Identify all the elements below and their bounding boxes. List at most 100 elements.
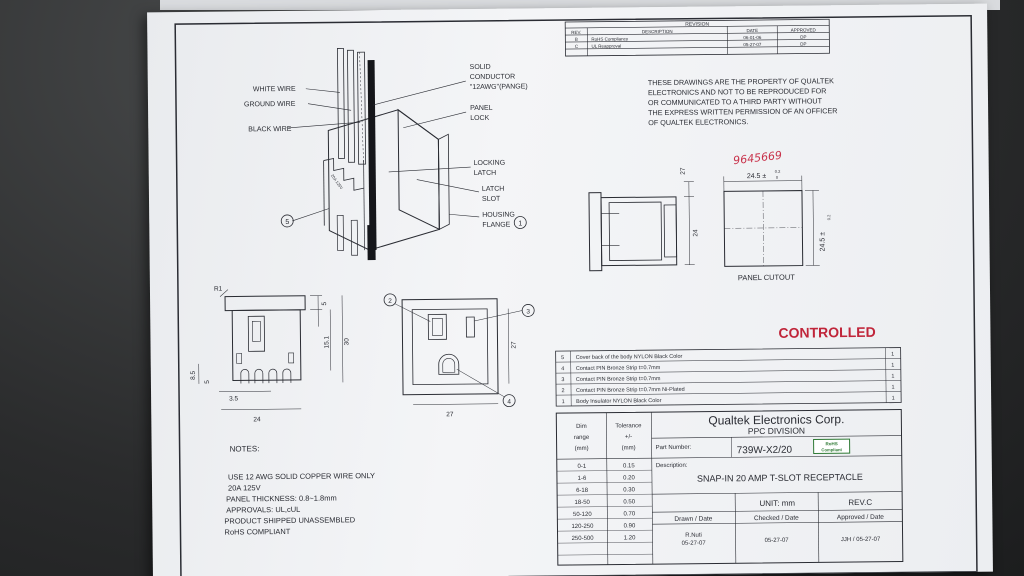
bom-item: 4 [561,366,564,372]
part-description: SNAP-IN 20 AMP T-SLOT RECEPTACLE [697,472,863,484]
rev-c-date: 05-27-07 [743,42,762,47]
dim-24-side: 24 [692,229,699,237]
panel-lock-label: LOCK [470,115,489,122]
revision-block: REVISION REV. DESCRIPTION DATE APPROVED … [564,18,830,57]
rohs-badge-text: Compliant [821,447,842,452]
note-line: PRODUCT SHIPPED UNASSEMBLED [224,515,355,525]
rev-b-date: 06-01-06 [743,35,762,40]
latch-slot-label: LATCH [482,186,505,193]
rev-c-desc: UL Reapproval [591,43,621,48]
description-label: Description: [656,463,688,469]
callout-5: 5 [285,219,289,226]
unit-label: UNIT: mm [759,499,795,508]
cutout-width-tol: 0.2 [775,169,781,174]
isometric-view: 20A 125V WHITE WIRE GROUND WIRE BLACK WI… [244,47,528,261]
bom-desc: Cover back of the body NYLON Black Color [576,354,683,361]
tol-header: Tolerance [615,423,642,429]
part-number-label: Part Number: [656,445,692,451]
bom-desc: Contact PIN Bronze Strip t=0.7mm Ni-Plat… [576,387,685,394]
callout-3: 3 [526,308,530,315]
part-number: 739W-X2/20 [737,445,793,457]
bill-of-materials: 5 Cover back of the body NYLON Black Col… [555,347,902,407]
callout-circle [513,216,527,229]
dim-30: 30 [343,338,350,346]
housing-flange-label: FLANGE [482,222,510,229]
notice-line: ELECTRONICS AND NOT TO BE REPRODUCED FOR [648,86,827,97]
solid-conductor-label: CONDUCTOR [470,74,515,81]
bom-item: 1 [562,399,565,405]
note-line: RoHS COMPLIANT [224,527,290,537]
property-notice: THESE DRAWINGS ARE THE PROPERTY OF QUALT… [648,76,838,127]
ground-wire-label: GROUND WIRE [244,101,296,109]
revision-label: REV.C [848,498,872,507]
division-name: PPC DIVISION [748,426,805,437]
bom-qty: 1 [891,374,894,380]
bom-qty: 1 [891,363,894,369]
dim-5-bottom: 5 [204,380,211,384]
cutout-width-dim: 24.5 ± [747,173,767,180]
front-dim-27-bottom: 27 [446,411,454,418]
rohs-badge [813,438,851,454]
company-name: Qualtek Electronics Corp. [708,412,844,427]
notice-line: THE EXPRESS WRITTEN PERMISSION OF AN OFF… [648,106,837,117]
side-elevation-view: R1 5 15.1 30 8.5 5 3.5 24 [190,286,351,424]
housing-flange-label: HOUSING [482,212,515,219]
dim-3-5: 3.5 [229,395,238,402]
rev-col-header: REV. [571,30,581,35]
drawn-label: Drawn / Date [674,516,712,523]
radius-r1: R1 [214,286,223,293]
solid-conductor-label: "12AWG"(PANGE) [470,83,528,91]
rev-b-desc: RoHS Compliancy [591,36,629,41]
bom-qty: 1 [891,385,894,391]
locking-latch-label: LATCH [474,170,497,177]
bom-desc: Contact PIN Bronze Strip t=0.7mm [576,365,661,372]
notes-block: NOTES: USE 12 AWG SOLID COPPER WIRE ONLY… [224,444,375,537]
dim-5-top: 5 [321,302,328,306]
rohs-badge-text: RoHS [825,441,837,446]
white-wire-label: WHITE WIRE [253,86,296,93]
cutout-height-tol: 0.2 [826,214,831,220]
desc-col-header: DESCRIPTION [642,29,673,34]
panel-lock-label: PANEL [470,105,493,112]
latch-slot-label: SLOT [482,196,501,203]
approved-label: Approved / Date [837,514,884,521]
bom-item: 3 [561,377,564,383]
drawn-date: 05-27-07 [682,541,707,547]
checked-date: 05-27-07 [765,538,790,544]
rev-c: C [575,44,579,49]
drawn-name: R.Nuti [685,533,702,539]
note-line: APPROVALS: UL,cUL [226,505,300,515]
rev-b: B [575,37,578,42]
bom-qty: 1 [892,396,895,402]
tol-value: 0.30 [623,487,635,493]
callout-2: 2 [388,298,392,305]
locking-latch-label: LOCKING [474,160,506,167]
rev-b-approved: DP [800,35,806,40]
note-line: 20A 125V [228,483,261,492]
side-profile-view: 27 24 [588,167,699,272]
tol-header: (mm) [575,446,589,452]
tol-value: 0.50 [623,499,635,505]
bom-desc: Body Insulator NYLON Black Color [576,398,662,405]
tol-range: 1-6 [578,476,587,482]
tol-range: 0-1 [577,464,586,470]
approved-value: JJH / 05-27-07 [841,537,881,543]
tol-range: 18-50 [574,500,590,506]
dim-15-1: 15.1 [323,335,330,348]
drawing-sheet: REVISION REV. DESCRIPTION DATE APPROVED … [147,3,993,576]
handwritten-number: 9645669 [733,149,783,168]
controlled-stamp: CONTROLLED [778,324,875,341]
revision-header: REVISION [685,22,709,28]
rev-c-approved: DP [800,42,806,47]
checked-label: Checked / Date [754,515,799,522]
callout-circle [280,214,294,228]
bom-desc: Contact PIN Bronze Strip t=0.7mm [576,376,661,383]
front-face-view: 27 27 2 3 4 [383,293,535,418]
dim-24-bottom: 24 [253,416,261,423]
tol-value: 1.20 [624,535,636,541]
black-wire-label: BLACK WIRE [248,126,292,133]
callout-4: 4 [507,399,511,406]
panel-cutout-view: 24.5 ± 0.2 0 24.5 ± 0.2 PANEL CUTOUT [723,169,831,282]
paper-top-edge [160,0,1000,10]
cutout-height-dim: 24.5 ± [819,232,826,252]
